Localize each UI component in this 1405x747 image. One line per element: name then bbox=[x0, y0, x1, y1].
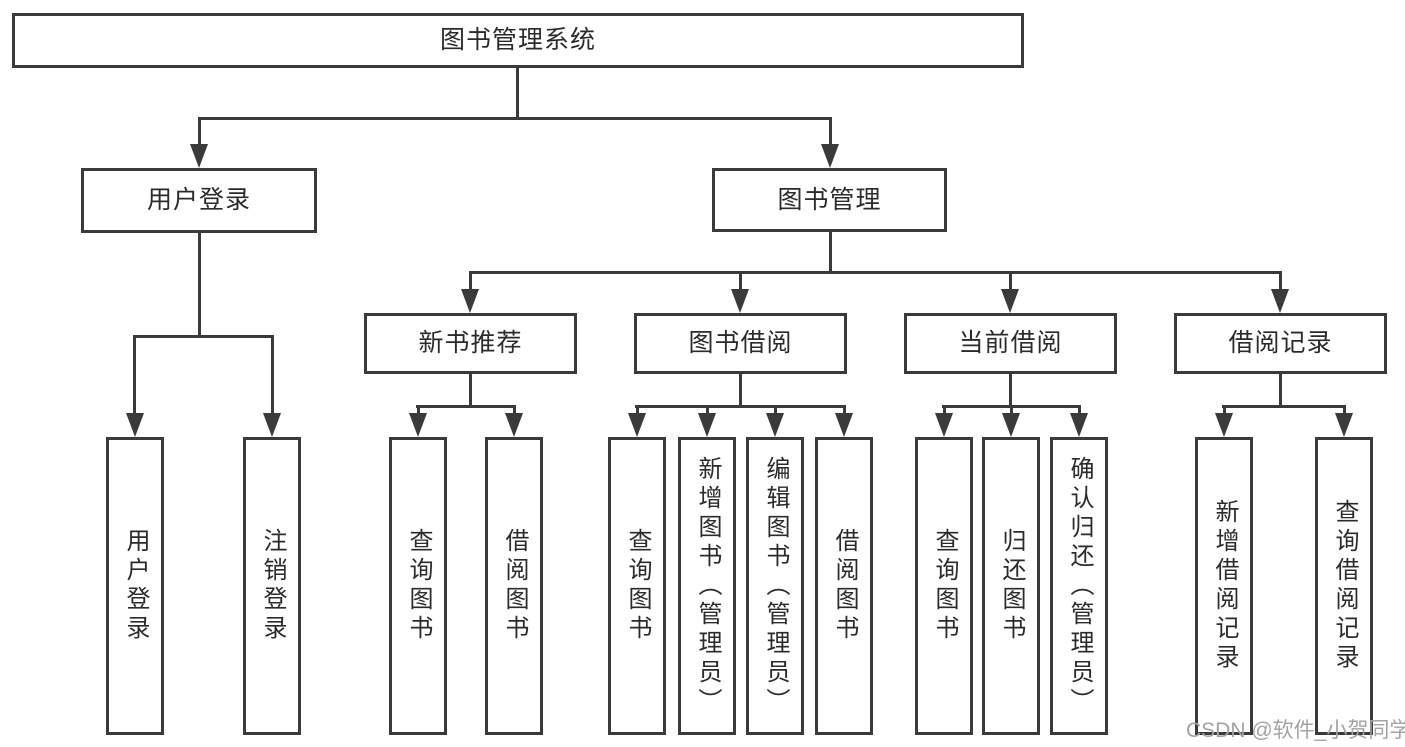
leaf-confirm-return-admin: 确认归还（管理员） bbox=[1050, 437, 1108, 735]
leaf-borrow-books-recommend: 借阅图书 bbox=[485, 437, 543, 735]
leaf-query-books-current: 查询图书 bbox=[915, 437, 973, 735]
leaf-logout-label: 注销登录 bbox=[259, 528, 286, 644]
connector-level2-hline bbox=[198, 117, 831, 120]
connector-to-leaf bbox=[1010, 405, 1013, 415]
arrowhead bbox=[126, 413, 144, 437]
connector-to-leaf bbox=[133, 335, 136, 413]
leaf-user-login-label: 用户登录 bbox=[122, 528, 149, 644]
arrowhead bbox=[1271, 289, 1289, 313]
connector-to-leaf bbox=[1343, 405, 1346, 415]
connector-to-borrow-records bbox=[1279, 271, 1282, 290]
arrowhead bbox=[1070, 413, 1088, 437]
connector-book-borrow-drop bbox=[739, 374, 742, 407]
node-current-borrow-label: 当前借阅 bbox=[958, 329, 1063, 357]
leaf-return-book: 归还图书 bbox=[982, 437, 1040, 735]
arrowhead bbox=[505, 413, 523, 437]
node-book-management-label: 图书管理 bbox=[777, 185, 882, 214]
node-borrow-records-label: 借阅记录 bbox=[1228, 329, 1333, 357]
leaf-confirm-return-admin-label: 确认归还（管理员） bbox=[1066, 455, 1093, 717]
leaf-borrow-books-label: 借阅图书 bbox=[831, 528, 858, 644]
arrowhead bbox=[821, 144, 839, 168]
node-borrow-records: 借阅记录 bbox=[1174, 313, 1387, 374]
leaf-query-books-borrow: 查询图书 bbox=[608, 437, 666, 735]
leaf-query-books-borrow-label: 查询图书 bbox=[624, 528, 651, 644]
leaf-add-book-admin-label: 新增图书（管理员） bbox=[694, 455, 721, 717]
connector-to-leaf bbox=[513, 405, 516, 415]
connector-new-books-drop bbox=[469, 374, 472, 407]
leaf-query-borrow-record-label: 查询借阅记录 bbox=[1331, 499, 1358, 673]
node-library-system: 图书管理系统 bbox=[12, 13, 1024, 68]
arrowhead bbox=[731, 289, 749, 313]
leaf-user-login: 用户登录 bbox=[106, 437, 164, 735]
leaf-query-books-recommend: 查询图书 bbox=[389, 437, 447, 735]
arrowhead bbox=[409, 413, 427, 437]
leaf-borrow-books: 借阅图书 bbox=[815, 437, 873, 735]
connector-to-new-books bbox=[469, 271, 472, 290]
node-current-borrow: 当前借阅 bbox=[904, 313, 1117, 374]
leaf-borrow-books-recommend-label: 借阅图书 bbox=[501, 528, 528, 644]
watermark-text: CSDN @软件_小贺同学 bbox=[1186, 719, 1405, 742]
arrowhead bbox=[1002, 413, 1020, 437]
arrowhead bbox=[1001, 289, 1019, 313]
connector-level3-hline bbox=[469, 271, 1282, 274]
node-book-borrow-label: 图书借阅 bbox=[688, 329, 793, 357]
arrowhead bbox=[835, 413, 853, 437]
leaf-query-books-current-label: 查询图书 bbox=[931, 528, 958, 644]
arrowhead bbox=[766, 413, 784, 437]
node-user-login: 用户登录 bbox=[81, 168, 317, 233]
node-new-book-recommend-label: 新书推荐 bbox=[418, 329, 523, 357]
connector-to-leaf bbox=[1078, 405, 1081, 415]
leaf-add-book-admin: 新增图书（管理员） bbox=[678, 437, 736, 735]
node-book-borrow: 图书借阅 bbox=[634, 313, 847, 374]
leaf-return-book-label: 归还图书 bbox=[998, 528, 1025, 644]
connector-to-leaf bbox=[774, 405, 777, 415]
connector-borrow-records-drop bbox=[1279, 374, 1282, 407]
leaf-query-borrow-record: 查询借阅记录 bbox=[1315, 437, 1373, 735]
connector-to-leaf bbox=[943, 405, 946, 415]
node-library-system-label: 图书管理系统 bbox=[439, 26, 596, 54]
connector-to-leaf bbox=[1223, 405, 1226, 415]
connector-new-books-split bbox=[416, 405, 516, 408]
connector-to-leaf bbox=[636, 405, 639, 415]
connector-to-book-borrow bbox=[739, 271, 742, 290]
node-user-login-label: 用户登录 bbox=[146, 186, 251, 214]
arrowhead bbox=[1335, 413, 1353, 437]
connector-current-borrow-drop bbox=[1009, 374, 1012, 407]
leaf-add-borrow-record: 新增借阅记录 bbox=[1195, 437, 1253, 735]
connector-book-borrow-split bbox=[635, 405, 846, 408]
arrowhead bbox=[263, 413, 281, 437]
connector-user-login-split bbox=[133, 335, 274, 338]
connector-book-management-drop bbox=[829, 232, 832, 273]
arrowhead bbox=[190, 144, 208, 168]
arrowhead bbox=[461, 289, 479, 313]
connector-to-user-login bbox=[198, 117, 201, 145]
leaf-edit-book-admin: 编辑图书（管理员） bbox=[746, 437, 804, 735]
connector-to-leaf bbox=[417, 405, 420, 415]
connector-to-book-management bbox=[829, 117, 832, 145]
leaf-query-books-recommend-label: 查询图书 bbox=[405, 528, 432, 644]
node-book-management: 图书管理 bbox=[712, 168, 947, 232]
leaf-edit-book-admin-label: 编辑图书（管理员） bbox=[762, 455, 789, 717]
leaf-add-borrow-record-label: 新增借阅记录 bbox=[1211, 499, 1238, 673]
connector-borrow-records-split bbox=[1222, 405, 1346, 408]
arrowhead bbox=[698, 413, 716, 437]
arrowhead bbox=[935, 413, 953, 437]
arrowhead bbox=[628, 413, 646, 437]
connector-to-current-borrow bbox=[1009, 271, 1012, 290]
connector-root-drop bbox=[516, 68, 519, 118]
leaf-logout: 注销登录 bbox=[243, 437, 301, 735]
connector-to-leaf bbox=[271, 335, 274, 413]
node-new-book-recommend: 新书推荐 bbox=[364, 313, 577, 374]
arrowhead bbox=[1215, 413, 1233, 437]
connector-user-login-drop bbox=[198, 233, 201, 337]
connector-to-leaf bbox=[706, 405, 709, 415]
connector-to-leaf bbox=[843, 405, 846, 415]
